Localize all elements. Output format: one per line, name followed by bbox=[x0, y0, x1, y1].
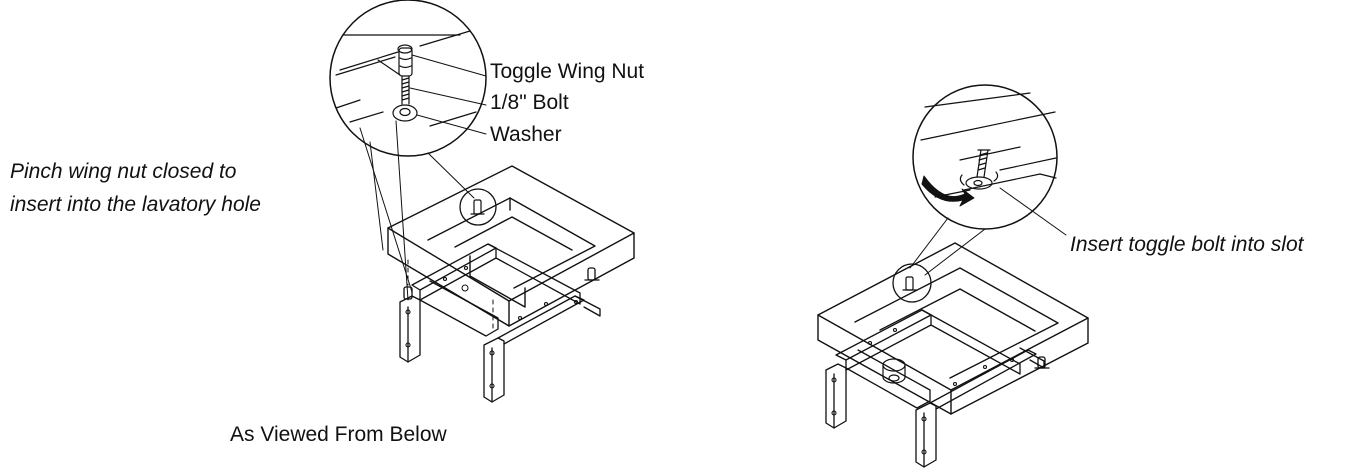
right-mount-highlight bbox=[892, 263, 932, 303]
left-wall-bracket bbox=[399, 243, 601, 403]
washer-label: Washer bbox=[490, 123, 562, 146]
toggle-wing-nut-label: Toggle Wing Nut bbox=[490, 60, 645, 83]
curved-arrow-icon bbox=[921, 175, 975, 207]
pinch-instruction-line1: Pinch wing nut closed to bbox=[10, 160, 237, 183]
callout-leaders bbox=[409, 54, 487, 135]
right-slab-bolt bbox=[902, 276, 918, 291]
right-detail-leader-lines bbox=[909, 217, 986, 276]
right-detail-circle bbox=[912, 84, 1058, 230]
left-lavatory-slab bbox=[387, 165, 635, 327]
bolt-label: 1/8" Bolt bbox=[490, 91, 569, 114]
left-mount-highlight bbox=[459, 188, 497, 226]
insert-leader bbox=[999, 187, 1067, 236]
left-slab-bolt bbox=[470, 199, 485, 215]
toggle-bolt-icon bbox=[959, 149, 999, 190]
left-figure bbox=[329, 0, 635, 403]
wing-nut-icon bbox=[397, 44, 413, 77]
left-detail-circle bbox=[329, 0, 487, 157]
insert-toggle-instruction: Insert toggle bolt into slot bbox=[1070, 233, 1304, 256]
toggle-bolt-icon bbox=[392, 44, 418, 122]
alignment-dashes bbox=[407, 259, 494, 329]
right-lavatory-slab bbox=[817, 242, 1089, 415]
pinch-instruction-line2: insert into the lavatory hole bbox=[10, 193, 261, 216]
view-caption: As Viewed From Below bbox=[230, 423, 447, 446]
detail-leader-lines bbox=[359, 120, 475, 301]
washer-icon bbox=[392, 104, 418, 122]
right-figure bbox=[817, 84, 1089, 468]
right-wall-bracket bbox=[825, 309, 1050, 468]
drain-fitting bbox=[882, 358, 906, 384]
